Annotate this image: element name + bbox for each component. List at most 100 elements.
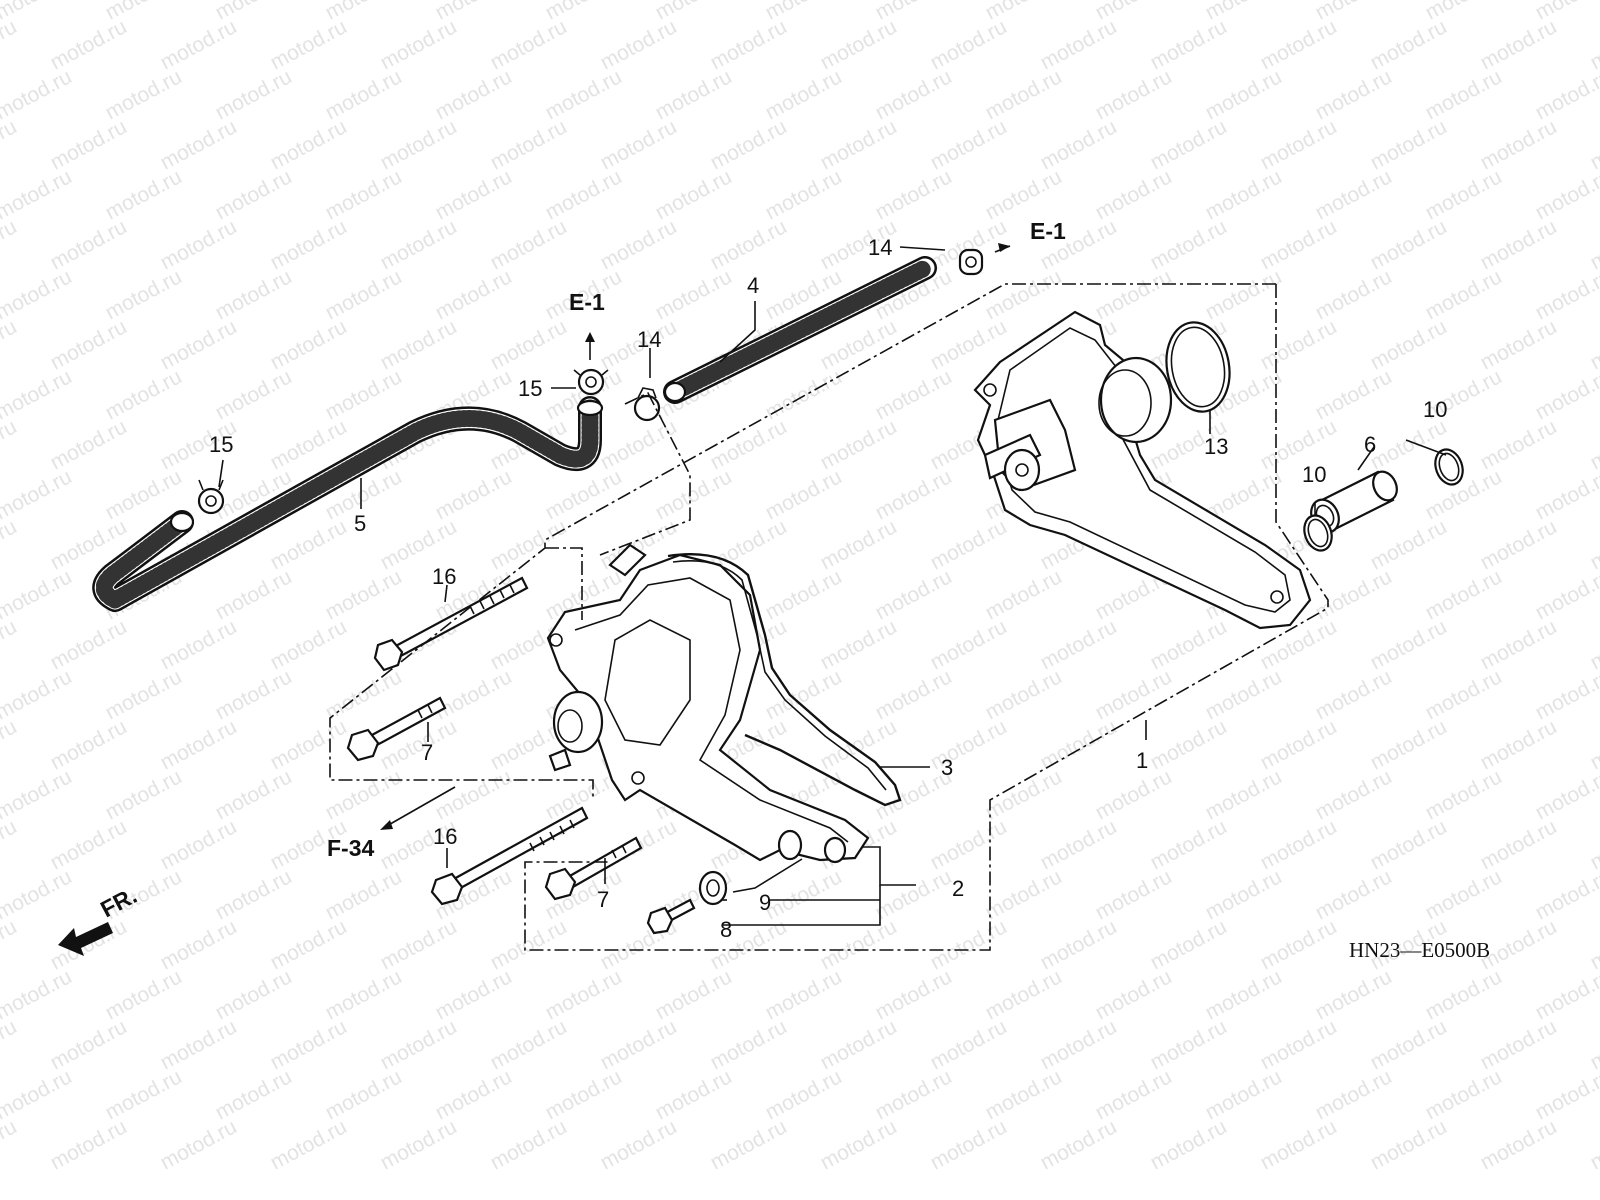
o-ring-10-right (1434, 448, 1464, 486)
watermark-text: motod.ru (322, 1065, 406, 1124)
watermark-text: motod.ru (1422, 265, 1506, 324)
hose-5 (92, 396, 604, 612)
watermark-text: motod.ru (1257, 1015, 1341, 1074)
ref-e1-left: E-1 (569, 289, 605, 315)
watermark-text: motod.ru (1532, 865, 1600, 924)
watermark-text: motod.ru (872, 465, 956, 524)
watermark-text: motod.ru (1477, 415, 1561, 474)
watermark-text: motod.ru (1367, 315, 1451, 374)
watermark-text: motod.ru (1532, 465, 1600, 524)
watermark-text: motod.ru (1037, 15, 1121, 74)
watermark-text: motod.ru (817, 415, 901, 474)
watermark-text: motod.ru (982, 65, 1066, 124)
watermark-text: motod.ru (1312, 365, 1396, 424)
watermark-text: motod.ru (432, 165, 516, 224)
watermark-text: motod.ru (1147, 615, 1231, 674)
watermark-text: motod.ru (212, 765, 296, 824)
watermark-text: motod.ru (1092, 765, 1176, 824)
watermark-text: motod.ru (1367, 615, 1451, 674)
watermark-text: motod.ru (1312, 265, 1396, 324)
watermark-text: motod.ru (927, 515, 1011, 574)
callout-10-left: 10 (1302, 462, 1326, 487)
watermark-text: motod.ru (0, 165, 76, 224)
watermark-text: motod.ru (927, 715, 1011, 774)
watermark-text: motod.ru (0, 365, 76, 424)
watermark-text: motod.ru (1477, 315, 1561, 374)
callout-6: 6 (1364, 432, 1376, 457)
watermark-text: motod.ru (1202, 665, 1286, 724)
watermark-text: motod.ru (927, 815, 1011, 874)
watermark-text: motod.ru (872, 865, 956, 924)
watermark-text: motod.ru (1037, 1115, 1121, 1174)
watermark-text: motod.ru (212, 565, 296, 624)
watermark-text: motod.ru (322, 865, 406, 924)
watermark-text: motod.ru (1587, 215, 1600, 274)
watermark-text: motod.ru (817, 1115, 901, 1174)
watermark-text: motod.ru (47, 415, 131, 474)
watermark-text: motod.ru (212, 165, 296, 224)
watermark-text: motod.ru (1422, 765, 1506, 824)
watermark-text: motod.ru (1422, 865, 1506, 924)
watermark-text: motod.ru (157, 215, 241, 274)
watermark-text: motod.ru (927, 15, 1011, 74)
watermark-text: motod.ru (1587, 115, 1600, 174)
watermark-text: motod.ru (0, 415, 21, 474)
watermark-text: motod.ru (1532, 1065, 1600, 1124)
watermark-text: motod.ru (212, 365, 296, 424)
watermark-text: motod.ru (762, 565, 846, 624)
watermark-text: motod.ru (432, 465, 516, 524)
watermark-text: motod.ru (927, 1015, 1011, 1074)
watermark-text: motod.ru (432, 965, 516, 1024)
diagram-code: HN23—E0500B (1349, 938, 1490, 962)
watermark-text: motod.ru (487, 515, 571, 574)
watermark-text: motod.ru (1257, 315, 1341, 374)
watermark-text: motod.ru (322, 565, 406, 624)
watermark-text: motod.ru (652, 265, 736, 324)
callout-13: 13 (1204, 434, 1228, 459)
watermark-text: motod.ru (1202, 265, 1286, 324)
watermark-text: motod.ru (267, 315, 351, 374)
callout-labels: 1 2 3 4 5 6 7 7 8 9 10 10 13 14 14 15 15… (209, 235, 1447, 942)
watermark-text: motod.ru (1532, 665, 1600, 724)
watermark-text: motod.ru (157, 915, 241, 974)
watermark-text: motod.ru (927, 115, 1011, 174)
watermark-text: motod.ru (982, 565, 1066, 624)
watermark-text: motod.ru (982, 865, 1066, 924)
hose-4 (663, 256, 937, 404)
watermark-text: motod.ru (1422, 465, 1506, 524)
watermark-text: motod.ru (0, 65, 76, 124)
watermark-text: motod.ru (707, 415, 791, 474)
watermark-text: motod.ru (597, 1015, 681, 1074)
watermark-text: motod.ru (542, 465, 626, 524)
gasket-3 (667, 553, 902, 807)
watermark-text: motod.ru (1037, 915, 1121, 974)
watermark-text: motod.ru (0, 815, 21, 874)
watermark-text: motod.ru (212, 665, 296, 724)
bolt-8 (646, 898, 696, 935)
watermark-text: motod.ru (1587, 15, 1600, 74)
watermark-text: motod.ru (1422, 665, 1506, 724)
watermark-text: motod.ru (1312, 1065, 1396, 1124)
watermark-text: motod.ru (432, 65, 516, 124)
watermark-text: motod.ru (0, 715, 21, 774)
watermark-text: motod.ru (872, 565, 956, 624)
watermark-text: motod.ru (597, 115, 681, 174)
watermark-text: motod.ru (1367, 15, 1451, 74)
watermark-text: motod.ru (872, 665, 956, 724)
watermark-text: motod.ru (267, 15, 351, 74)
watermark-text: motod.ru (432, 765, 516, 824)
ref-f34: F-34 (327, 835, 375, 861)
watermark-text: motod.ru (1422, 1065, 1506, 1124)
watermark-text: motod.ru (0, 1115, 21, 1174)
watermark-text: motod.ru (267, 1015, 351, 1074)
watermark-text: motod.ru (47, 715, 131, 774)
watermark-text: motod.ru (1092, 65, 1176, 124)
watermark-text: motod.ru (872, 365, 956, 424)
watermark-text: motod.ru (487, 1015, 571, 1074)
watermark-text: motod.ru (1092, 665, 1176, 724)
bolt-16-bottom (430, 806, 589, 906)
callout-5: 5 (354, 511, 366, 536)
watermark-text: motod.ru (597, 415, 681, 474)
watermark-text: motod.ru (762, 1065, 846, 1124)
watermark-text: motod.ru (707, 1115, 791, 1174)
